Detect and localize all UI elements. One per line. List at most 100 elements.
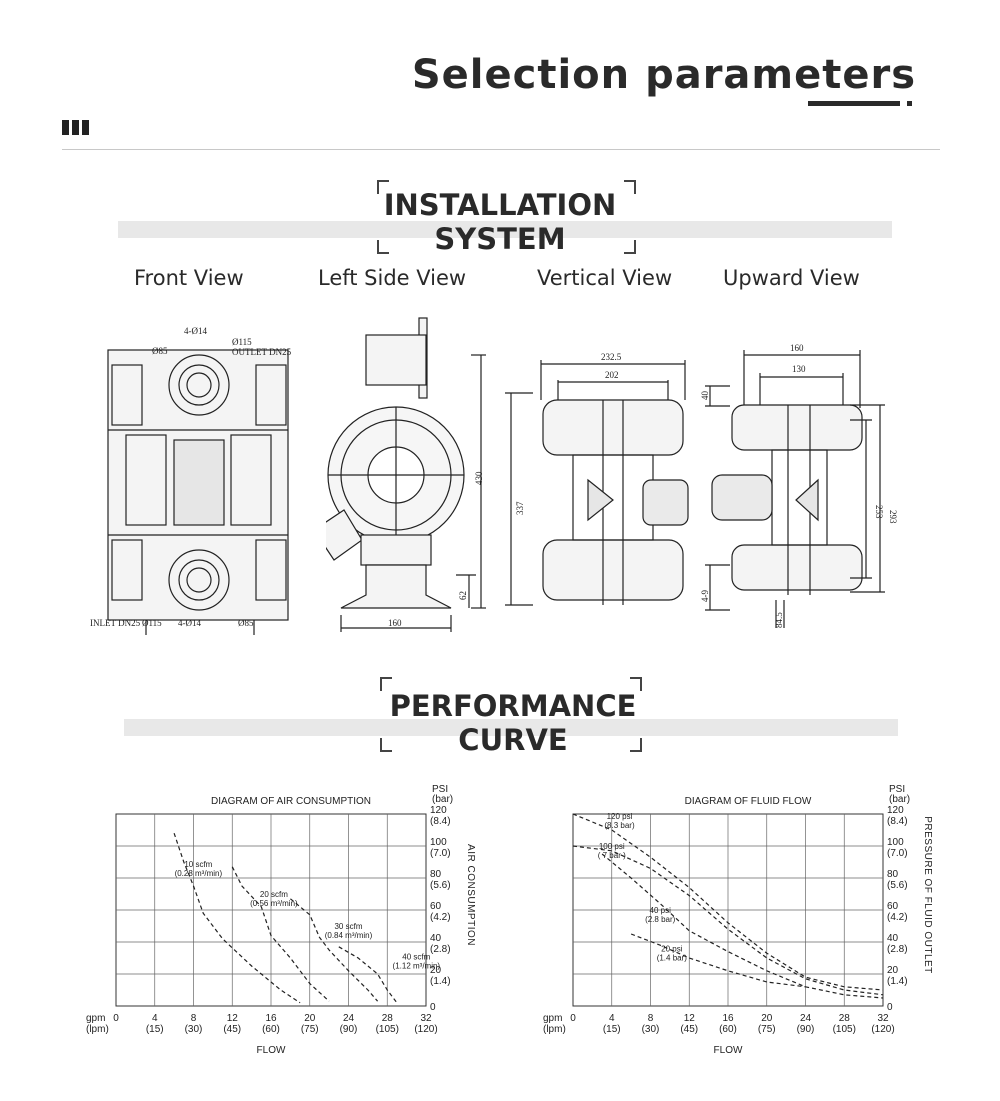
series-annotation-unit-1: (0.28 m³/min) bbox=[175, 869, 223, 878]
y-tick-label: 120 bbox=[430, 805, 447, 816]
x-tick-sublabel: (45) bbox=[223, 1024, 241, 1035]
title-underline bbox=[808, 101, 900, 106]
front-dim-bolt-top: 4-Ø14 bbox=[184, 326, 207, 336]
upward-dim-inner: 130 bbox=[792, 364, 806, 374]
x-tick-sublabel: (60) bbox=[262, 1024, 280, 1035]
x-axis-label: FLOW bbox=[257, 1045, 286, 1056]
x-tick-sublabel: (30) bbox=[642, 1024, 660, 1035]
left-side-view-drawing: 430 62 160 bbox=[326, 317, 486, 632]
y-unit-sublabel: (bar) bbox=[432, 794, 453, 805]
y-tick-sublabel: (7.0) bbox=[430, 848, 451, 859]
x-tick-sublabel: (120) bbox=[871, 1024, 894, 1035]
x-tick-label: 24 bbox=[343, 1013, 355, 1024]
view-label-front: Front View bbox=[134, 266, 244, 290]
x-tick-label: 4 bbox=[152, 1013, 158, 1024]
series-line-4 bbox=[338, 946, 398, 1004]
y-tick-label: 40 bbox=[887, 933, 899, 944]
x-tick-label: 24 bbox=[800, 1013, 812, 1024]
x-tick-sublabel: (105) bbox=[376, 1024, 399, 1035]
x-tick-label: 20 bbox=[304, 1013, 316, 1024]
series-annotation-unit-1: (8.3 bar) bbox=[604, 821, 635, 830]
view-label-upward: Upward View bbox=[723, 266, 860, 290]
bracket-tl-2 bbox=[380, 677, 392, 691]
series-line-1 bbox=[173, 833, 301, 1004]
bracket-br bbox=[624, 240, 636, 254]
vertical-dim-outer: 232.5 bbox=[601, 352, 622, 362]
title-dot bbox=[907, 101, 912, 106]
front-dim-flange-top: Ø85 bbox=[152, 346, 168, 356]
series-annotation-unit-2: ( 7 bar ) bbox=[598, 851, 626, 860]
bracket-tr bbox=[624, 180, 636, 194]
x-tick-label: 20 bbox=[761, 1013, 773, 1024]
y-tick-label: 80 bbox=[887, 869, 899, 880]
bracket-bl-2 bbox=[380, 738, 392, 752]
upward-dim-h1: 293 bbox=[888, 510, 898, 524]
x-tick-label: 0 bbox=[113, 1013, 119, 1024]
y-tick-label: 120 bbox=[887, 805, 904, 816]
series-line-2 bbox=[231, 866, 330, 1002]
front-dim-pipe-top: Ø115 bbox=[232, 337, 252, 347]
x-tick-label: 4 bbox=[609, 1013, 615, 1024]
series-line-3 bbox=[601, 853, 884, 999]
y-axis-label: PRESSURE OF FLUID OUTLET bbox=[922, 816, 933, 974]
upward-dim-h2: 253 bbox=[874, 505, 884, 519]
upward-dim-slot: 4-9 bbox=[700, 590, 710, 602]
performance-heading-line2: CURVE bbox=[458, 723, 568, 757]
x-tick-sublabel: (90) bbox=[340, 1024, 358, 1035]
series-line-4 bbox=[630, 933, 806, 988]
y-tick-label: 0 bbox=[887, 1002, 893, 1013]
vertical-dim-height: 337 bbox=[515, 501, 525, 515]
x-tick-label: 32 bbox=[877, 1013, 889, 1024]
series-line-1 bbox=[572, 813, 884, 991]
bracket-tr-2 bbox=[630, 677, 642, 691]
series-annotation-1: 120 psi bbox=[607, 812, 633, 821]
series-annotation-unit-3: (2.8 bar) bbox=[645, 915, 676, 924]
page-title: Selection parameters bbox=[411, 52, 916, 98]
front-dim-bolt-bottom: 4-Ø14 bbox=[178, 618, 201, 628]
y-tick-label: 20 bbox=[887, 965, 899, 976]
x-tick-label: 28 bbox=[839, 1013, 851, 1024]
side-dim-height: 430 bbox=[474, 471, 484, 485]
series-annotation-4: 40 scfm bbox=[402, 953, 430, 962]
front-dim-outlet: OUTLET DN25 bbox=[232, 347, 292, 357]
y-tick-label: 80 bbox=[430, 869, 442, 880]
y-unit-label: PSI bbox=[432, 784, 448, 795]
x-tick-sublabel: (120) bbox=[414, 1024, 437, 1035]
x-tick-sublabel: (105) bbox=[833, 1024, 856, 1035]
x-tick-sublabel: (75) bbox=[301, 1024, 319, 1035]
side-dim-base: 160 bbox=[388, 618, 402, 628]
series-annotation-3: 40 psi bbox=[650, 906, 672, 915]
y-tick-label: 100 bbox=[430, 837, 447, 848]
y-tick-label: 60 bbox=[887, 901, 899, 912]
view-label-vertical: Vertical View bbox=[537, 266, 673, 290]
y-tick-label: 40 bbox=[430, 933, 442, 944]
upward-dim-foot: 84.5 bbox=[774, 612, 784, 628]
front-view-drawing: 4-Ø14 Ø115 OUTLET DN25 Ø85 INLET DN25 Ø1… bbox=[90, 326, 292, 635]
upward-dim-outer: 160 bbox=[790, 343, 804, 353]
series-annotation-unit-4: (1.12 m³/min) bbox=[393, 962, 441, 971]
chart-title: DIAGRAM OF FLUID FLOW bbox=[685, 796, 812, 807]
bars-icon bbox=[62, 120, 92, 140]
y-tick-sublabel: (5.6) bbox=[430, 880, 451, 891]
installation-heading-line1: INSTALLATION bbox=[383, 188, 617, 222]
x-tick-label: 12 bbox=[227, 1013, 239, 1024]
y-tick-sublabel: (4.2) bbox=[887, 912, 908, 923]
y-tick-sublabel: (4.2) bbox=[430, 912, 451, 923]
x-unit-label: gpm bbox=[543, 1013, 562, 1024]
bracket-bl bbox=[377, 240, 389, 254]
x-axis-label: FLOW bbox=[714, 1045, 743, 1056]
chart-title: DIAGRAM OF AIR CONSUMPTION bbox=[211, 796, 371, 807]
y-tick-label: 60 bbox=[430, 901, 442, 912]
front-dim-pipe-bottom: Ø115 bbox=[142, 618, 162, 628]
series-annotation-2: 100 psi bbox=[599, 842, 625, 851]
x-tick-label: 32 bbox=[420, 1013, 432, 1024]
series-line-3 bbox=[290, 898, 379, 1002]
upward-dim-top: 40 bbox=[700, 391, 710, 401]
front-dim-inlet: INLET DN25 bbox=[90, 618, 141, 628]
x-tick-label: 8 bbox=[648, 1013, 654, 1024]
series-annotation-unit-2: (0.56 m³/min) bbox=[250, 899, 298, 908]
